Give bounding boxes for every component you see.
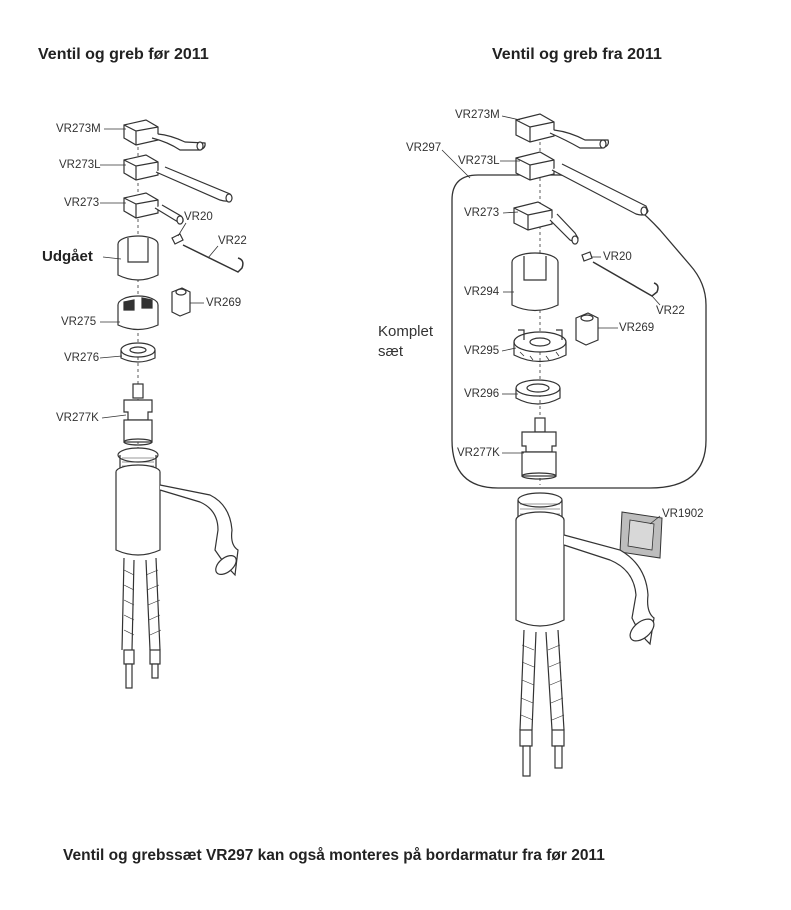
left-cartridge-vr277k bbox=[123, 383, 153, 446]
label-right-vr294: VR294 bbox=[464, 286, 500, 298]
label-left-udgaet: Udgået bbox=[42, 248, 93, 265]
footer-note: Ventil og grebssæt VR297 kan også monter… bbox=[63, 847, 605, 864]
label-right-vr277k: VR277K bbox=[457, 447, 500, 459]
right-screw-vr20 bbox=[581, 251, 593, 262]
label-left-vr269: VR269 bbox=[206, 297, 242, 309]
right-key-vr22 bbox=[592, 261, 659, 297]
right-handle-vr273l bbox=[515, 151, 649, 216]
label-left-vr277k: VR277K bbox=[56, 412, 99, 424]
label-right-vr22: VR22 bbox=[656, 305, 685, 317]
right-cap-vr294 bbox=[511, 252, 559, 312]
label-left-vr22: VR22 bbox=[218, 235, 247, 247]
heading-left: Ventil og greb før 2011 bbox=[38, 46, 209, 63]
label-right-vr1902: VR1902 bbox=[662, 508, 704, 520]
heading-right: Ventil og greb fra 2011 bbox=[492, 46, 662, 63]
label-left-vr20: VR20 bbox=[184, 211, 213, 223]
right-handle-vr273m bbox=[515, 113, 609, 149]
right-leaders bbox=[441, 115, 661, 525]
label-komplet-line1: Komplet bbox=[378, 323, 434, 340]
label-right-vr273: VR273 bbox=[464, 207, 500, 219]
label-right-vr297: VR297 bbox=[406, 142, 442, 154]
right-assembly bbox=[441, 113, 707, 777]
left-handle-vr273m bbox=[123, 119, 206, 151]
left-cap-udgaet bbox=[117, 235, 159, 281]
right-nut-vr269 bbox=[575, 312, 599, 346]
label-right-vr296: VR296 bbox=[464, 388, 500, 400]
label-right-vr20: VR20 bbox=[603, 251, 632, 263]
label-left-vr276: VR276 bbox=[64, 352, 100, 364]
left-part-vr275 bbox=[117, 295, 159, 331]
label-left-vr273m: VR273M bbox=[56, 123, 101, 135]
left-nut-vr269 bbox=[171, 287, 191, 317]
left-handle-vr273l bbox=[123, 154, 233, 203]
left-handle-vr273 bbox=[123, 192, 184, 225]
left-assembly bbox=[99, 119, 244, 689]
right-part-vr295 bbox=[513, 329, 567, 363]
label-komplet-saet: Komplet sæt bbox=[378, 322, 433, 362]
label-right-vr295: VR295 bbox=[464, 345, 500, 357]
label-left-vr275: VR275 bbox=[61, 316, 97, 328]
label-right-vr273m: VR273M bbox=[455, 109, 500, 121]
left-ring-vr276 bbox=[120, 342, 156, 363]
left-leaders bbox=[99, 128, 219, 419]
right-gasket-vr1902 bbox=[619, 511, 663, 559]
left-key-vr22 bbox=[182, 244, 244, 273]
left-screw-vr20 bbox=[171, 233, 184, 245]
label-komplet-line2: sæt bbox=[378, 343, 404, 360]
label-left-vr273l: VR273L bbox=[59, 159, 101, 171]
right-cartridge-vr277k bbox=[521, 417, 557, 480]
right-handle-vr273 bbox=[513, 201, 579, 245]
label-right-vr273l: VR273L bbox=[458, 155, 500, 167]
label-right-vr269: VR269 bbox=[619, 322, 655, 334]
right-ring-vr296 bbox=[515, 379, 561, 405]
left-faucet-body bbox=[115, 447, 239, 689]
label-left-vr273: VR273 bbox=[64, 197, 100, 209]
right-faucet-body bbox=[515, 492, 655, 777]
